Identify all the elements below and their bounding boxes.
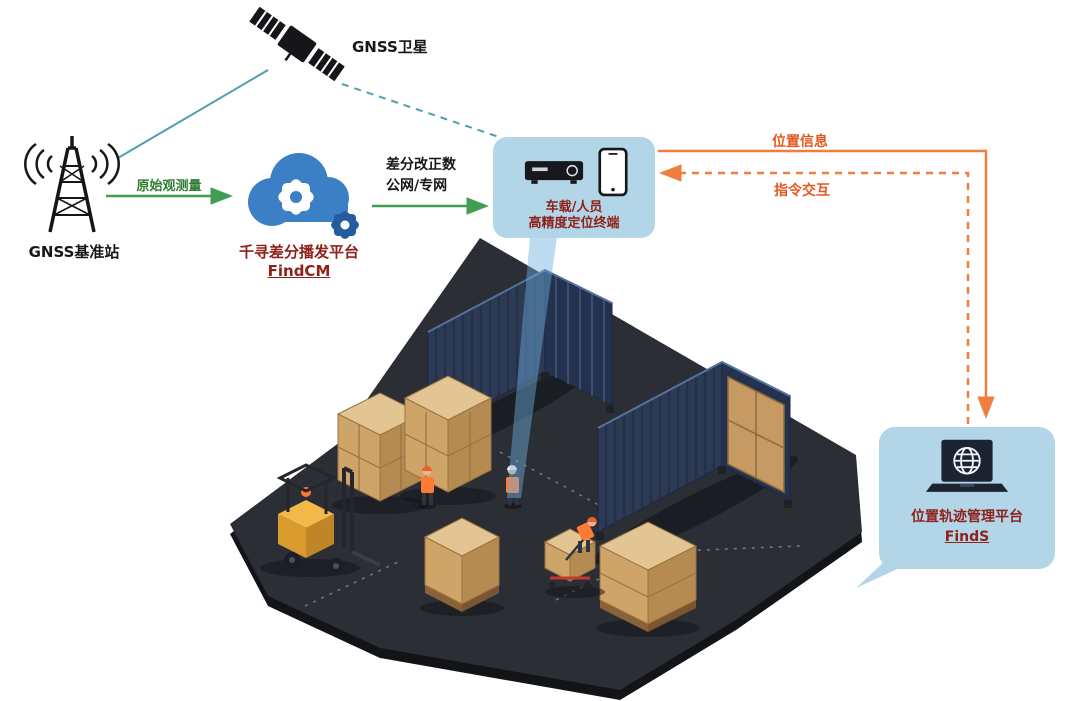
- link-position-info: [658, 149, 995, 419]
- gear-white-icon: [278, 179, 314, 215]
- position-info-label: 位置信息: [772, 134, 828, 150]
- laptop-globe-icon: [925, 439, 1009, 492]
- link-satellite-to-terminal: [341, 83, 503, 139]
- raw-observation-label: 原始观测量: [136, 179, 202, 194]
- worker-2: [504, 465, 522, 509]
- satellite-icon: [249, 6, 345, 82]
- receiver-icon: [524, 161, 584, 184]
- cloud-platform-product: FindCM: [267, 262, 331, 280]
- positioning-beam: [507, 237, 557, 498]
- cloud-platform-name: 千寻差分播发平台: [238, 243, 359, 261]
- worker-3-pallet-jack: [543, 517, 605, 598]
- forklift: [260, 463, 381, 577]
- smartphone-icon: [598, 147, 628, 197]
- pallet-box-bottom-right: [596, 521, 700, 637]
- cloud-gear-icon: [248, 153, 359, 239]
- worker-1: [418, 466, 436, 509]
- command-interaction-label: 指令交互: [774, 183, 830, 199]
- terminal-panel: 车载/人员 高精度定位终端: [493, 137, 655, 238]
- link-command-interaction: [659, 164, 970, 424]
- correction-label-line2: 公网/专网: [386, 178, 448, 194]
- base-station-label: GNSS基准站: [28, 243, 120, 261]
- gear-blue-icon: [331, 211, 359, 239]
- terminal-label-line1: 车载/人员: [545, 200, 603, 215]
- globe-icon: [953, 447, 981, 475]
- pallet-box-front: [420, 517, 504, 616]
- correction-label-line1: 差分改正数: [386, 157, 456, 173]
- management-product: FindS: [944, 529, 990, 545]
- box-stack-left: [332, 392, 428, 514]
- cloud-platform-label: 千寻差分播发平台 FindCM: [232, 243, 366, 281]
- satellite-label: GNSS卫星: [352, 38, 428, 56]
- management-panel: 位置轨迹管理平台 FindS: [879, 427, 1055, 569]
- radio-tower-icon: [24, 136, 120, 233]
- link-satellite-to-base: [117, 69, 269, 159]
- terminal-label-line2: 高精度定位终端: [528, 216, 620, 231]
- management-label: 位置轨迹管理平台: [911, 509, 1023, 525]
